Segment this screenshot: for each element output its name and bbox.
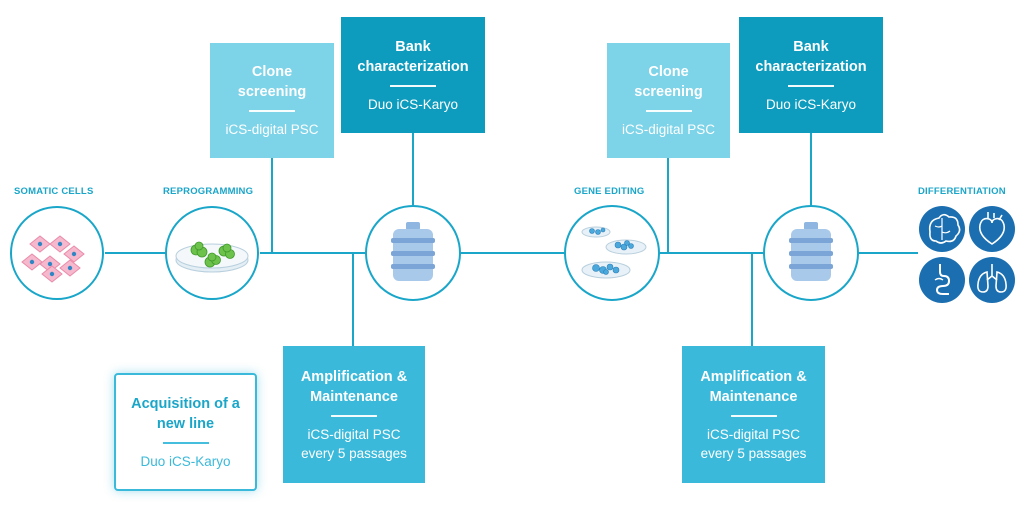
intestine-icon [919,257,965,303]
stage-label-gene-editing: GENE EDITING [574,186,645,197]
box-subtitle: iCS-digital PSC every 5 passages [700,426,807,461]
divider [331,414,377,417]
box-subtitle: iCS-digital PSC [225,122,319,137]
cell-bank-icon [391,222,435,281]
somatic-cells-node [10,206,104,300]
bank-characterization-box-1: Bank characterization Duo iCS-Karyo [341,17,485,133]
amplification-maintenance-box-1: Amplification & Maintenance iCS-digital … [283,346,425,483]
divider [162,441,209,444]
stage-label-somatic-cells: SOMATIC CELLS [14,186,94,197]
heart-icon [969,206,1015,252]
timeline [105,133,918,346]
stage-label-differentiation: DIFFERENTIATION [918,186,1006,197]
lungs-icon [969,257,1015,303]
acquisition-new-line-box: Acquisition of a new line Duo iCS-Karyo [114,373,257,491]
amplification-maintenance-box-2: Amplification & Maintenance iCS-digital … [682,346,825,483]
box-title: Bank characterization [755,38,867,75]
cell-bank-icon [789,222,833,281]
box-subtitle: iCS-digital PSC every 5 passages [301,426,407,461]
box-title: Amplification & Maintenance [700,368,807,405]
box-subtitle: Duo iCS-Karyo [367,96,459,112]
cell-bank-node-2 [763,205,859,301]
box-subtitle: Duo iCS-Karyo [140,453,231,469]
cells-icon [21,235,85,283]
divider [730,414,777,417]
box-title: Clone screening [237,64,307,100]
clone-screening-box-1: Clone screening iCS-digital PSC [210,43,334,158]
cell-bank-node-1 [365,205,461,301]
box-title: Amplification & Maintenance [300,368,408,405]
divider [788,84,834,87]
brain-icon [919,206,965,252]
stage-label-reprogramming: REPROGRAMMING [163,186,254,197]
clone-screening-box-2: Clone screening iCS-digital PSC [607,43,730,158]
box-title: Clone screening [634,64,703,100]
divider [249,110,295,112]
differentiation-icons [919,206,1015,303]
box-title: Acquisition of a new line [131,395,240,432]
gene-editing-node [564,205,660,301]
reprogramming-node [165,206,259,300]
petri-dish-icon [175,241,249,273]
box-subtitle: iCS-digital PSC [621,122,716,137]
box-title: Bank characterization [357,38,469,75]
bank-characterization-box-2: Bank characterization Duo iCS-Karyo [739,17,883,133]
divider [645,110,692,112]
dishes-icon [581,226,647,279]
box-subtitle: Duo iCS-Karyo [765,96,857,112]
divider [390,84,436,87]
